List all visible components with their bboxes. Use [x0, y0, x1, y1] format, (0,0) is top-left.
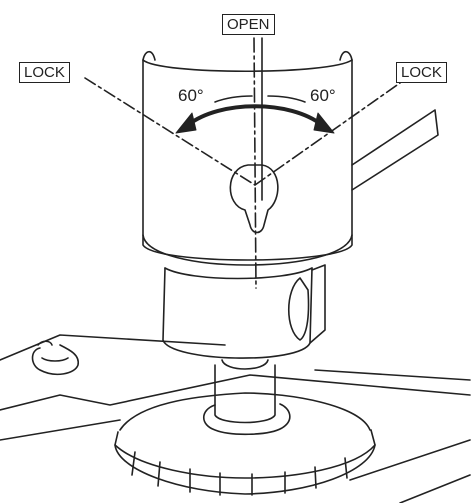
lock-lines	[84, 77, 401, 186]
upper-cylinder	[142, 50, 353, 266]
keyhole-slot	[229, 164, 279, 234]
arrow-head-right	[313, 112, 335, 134]
knurled-knob	[114, 392, 376, 496]
lock-left-label: LOCK	[19, 62, 70, 83]
open-label: OPEN	[222, 14, 275, 35]
rotation-arrow	[175, 104, 335, 134]
angle-left-label: 60°	[176, 86, 206, 106]
base-plate	[0, 334, 471, 503]
center-axis-line	[253, 37, 263, 289]
angle-right-label: 60°	[308, 86, 338, 106]
angle-leaders	[214, 95, 306, 103]
shaft	[214, 359, 276, 424]
lower-collar	[162, 264, 326, 359]
arrow-head-left	[175, 112, 197, 134]
side-handle	[351, 109, 439, 191]
lock-right-label: LOCK	[396, 62, 447, 83]
